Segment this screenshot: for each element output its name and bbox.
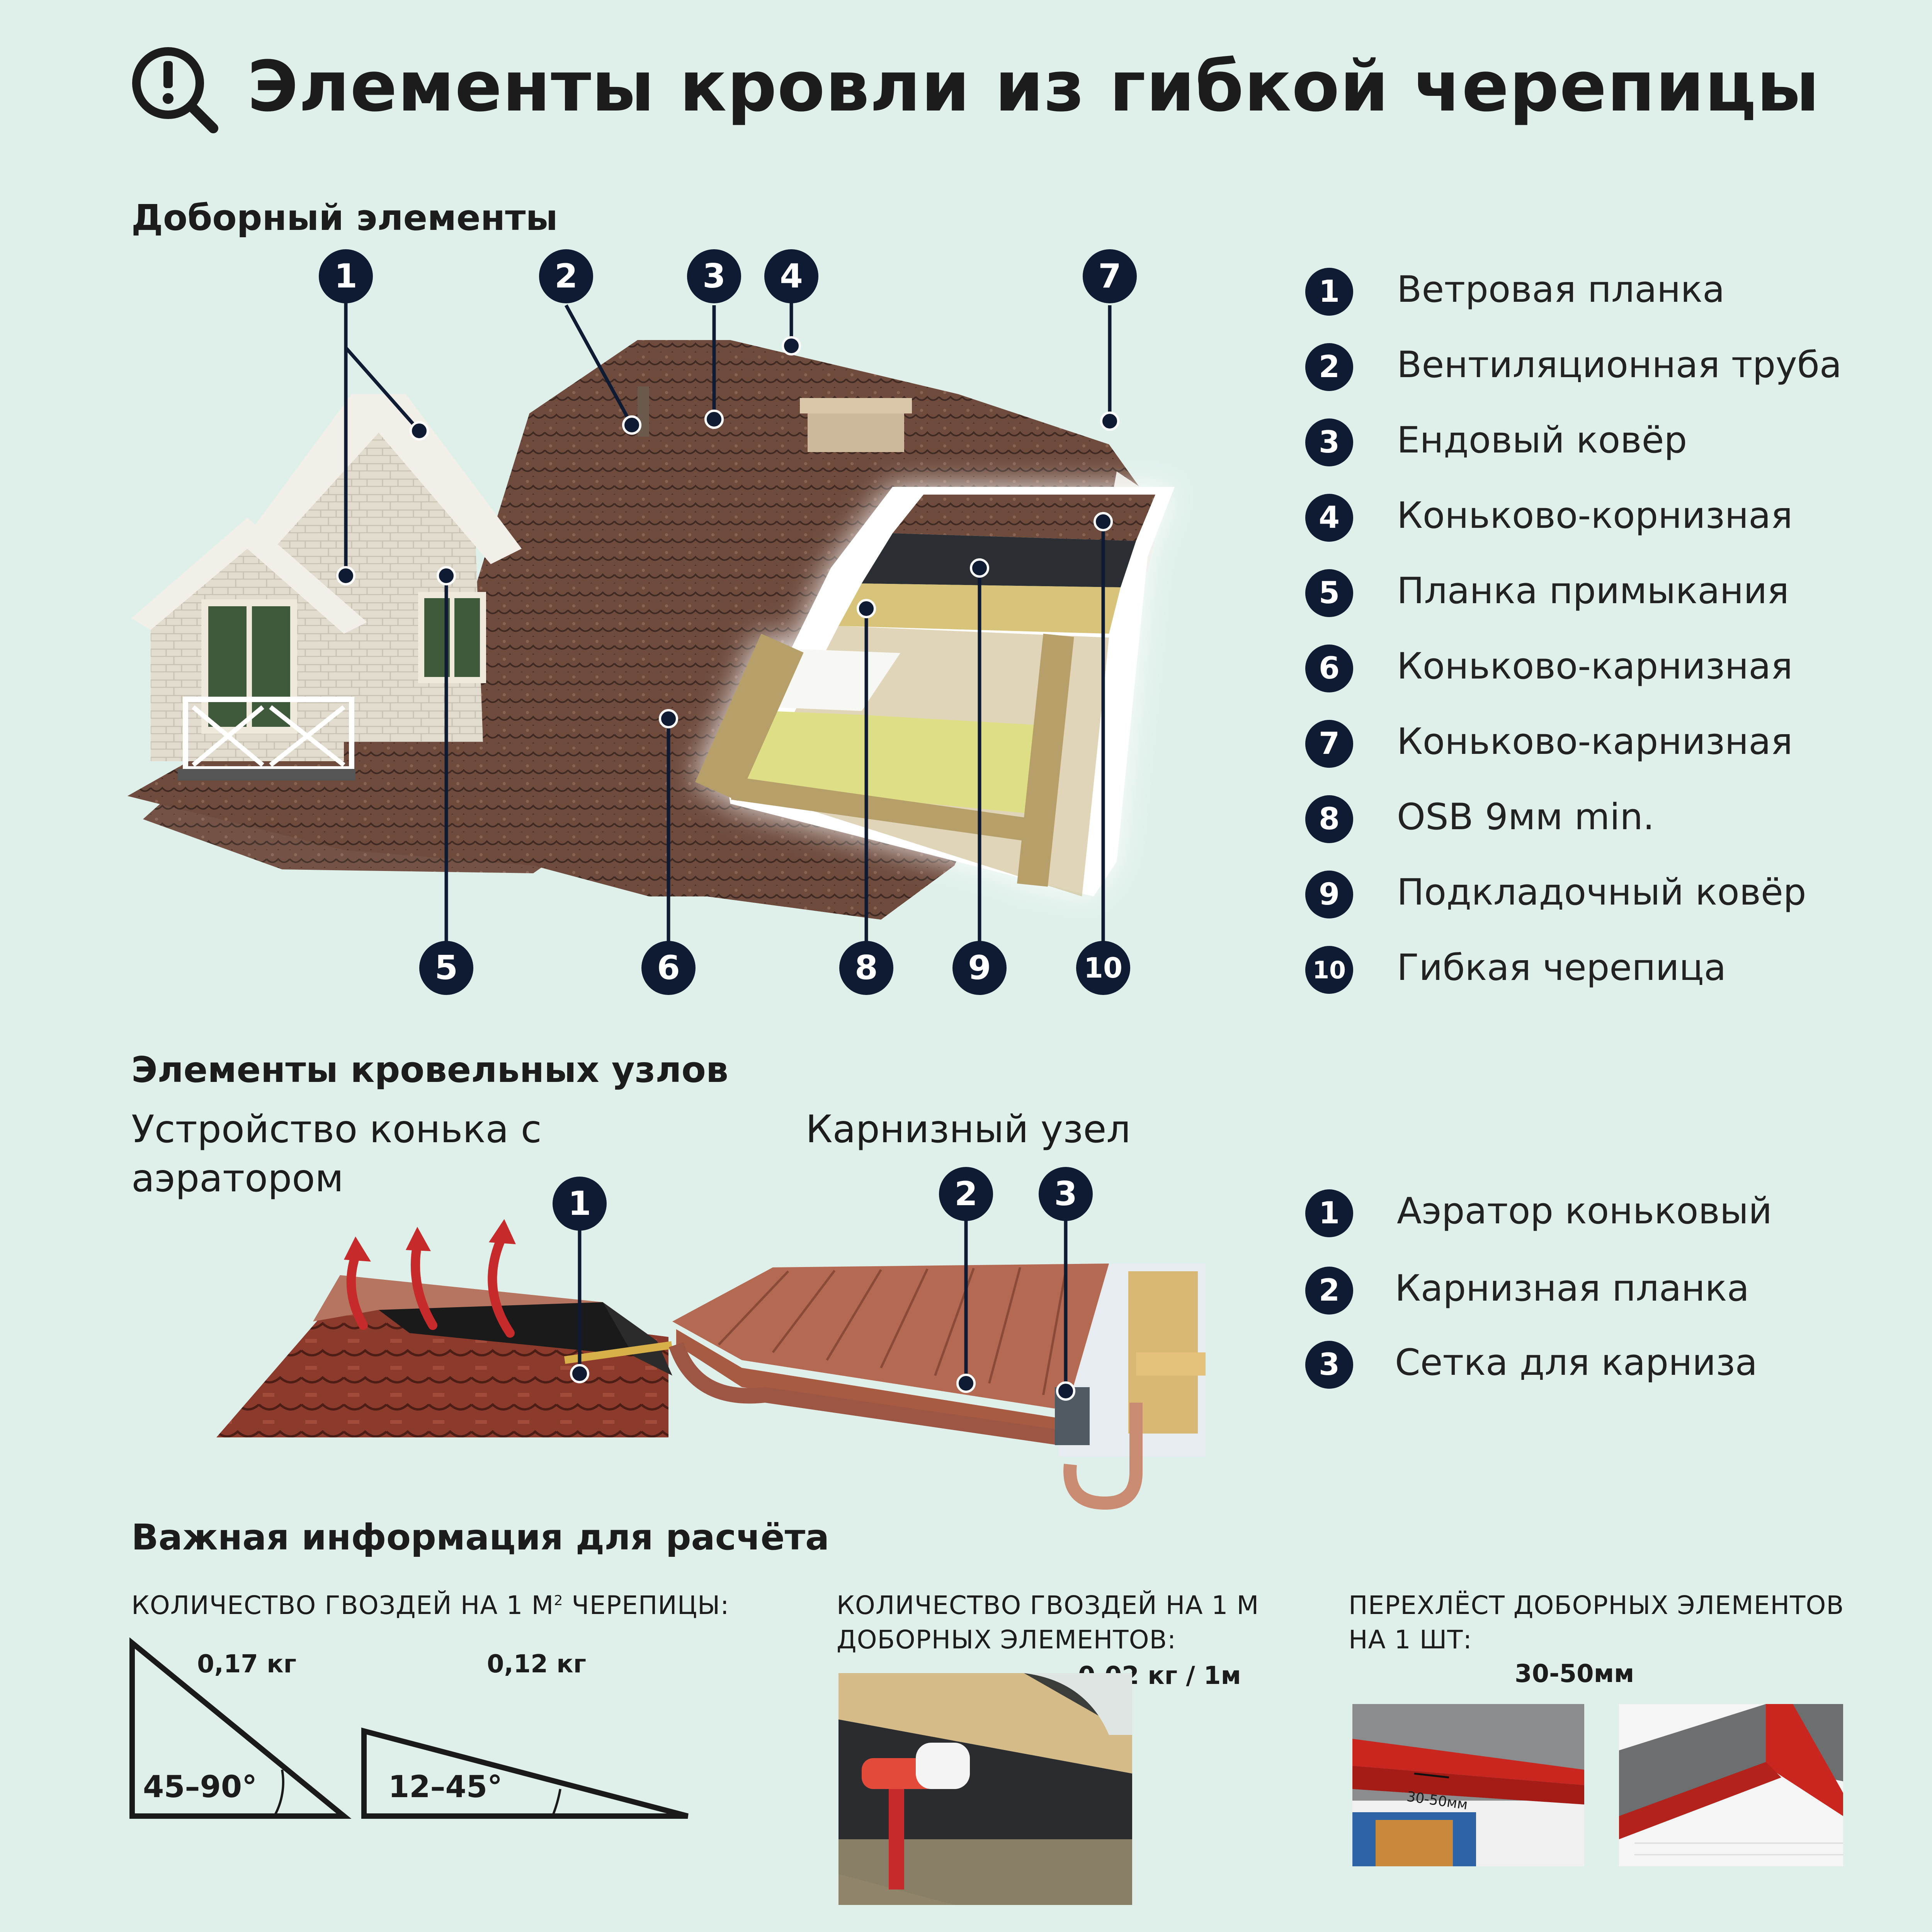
ridge-marker-1: 1 xyxy=(553,1177,607,1231)
nailing-photo xyxy=(838,1673,1132,1905)
overlap-label: ПЕРЕХЛЁСТ ДОБОРНЫХ ЭЛЕМЕНТОВ НА 1 ШТ: xyxy=(1349,1590,1844,1655)
marker-dot xyxy=(970,558,989,578)
legend-badge: 2 xyxy=(1305,343,1353,391)
house-marker-1: 1 xyxy=(319,249,373,303)
nails-per-m2-label: КОЛИЧЕСТВО ГВОЗДЕЙ НА 1 М2 ЧЕРЕПИЦЫ: xyxy=(131,1590,730,1620)
section-nodes-heading: Элементы кровельных узлов xyxy=(131,1049,729,1090)
legend-label: Коньково-карнизная xyxy=(1397,645,1793,687)
marker-dot xyxy=(857,599,876,618)
legend-label: Карнизная планка xyxy=(1395,1267,1750,1310)
section-extra-heading: Доборный элементы xyxy=(131,197,558,238)
marker-dot xyxy=(336,566,355,585)
legend-badge: 10 xyxy=(1305,946,1353,994)
marker-dot xyxy=(1094,512,1113,531)
overlap-value: 30-50мм xyxy=(1515,1660,1634,1688)
ridge-node-title: Устройство конька с аэратором xyxy=(131,1105,542,1204)
marker-dot xyxy=(782,336,801,355)
legend-badge: 2 xyxy=(1305,1267,1353,1315)
house-marker-2: 2 xyxy=(539,249,593,303)
legend-label: OSB 9мм min. xyxy=(1397,796,1655,838)
house-marker-4: 4 xyxy=(764,249,818,303)
legend-badge: 5 xyxy=(1305,569,1353,617)
legend-label: Аэратор коньковый xyxy=(1397,1190,1772,1232)
marker-dot xyxy=(704,410,724,429)
overlap-photo-1 xyxy=(1352,1704,1584,1866)
page-title: Элементы кровли из гибкой черепицы xyxy=(247,46,1820,127)
marker-dot xyxy=(410,421,429,440)
magnifier-exclamation-icon xyxy=(128,43,220,135)
steep-angle: 45–90° xyxy=(143,1770,257,1804)
marker-dot xyxy=(1100,412,1119,431)
eaves-node-illustration xyxy=(669,1256,1213,1519)
legend-badge: 8 xyxy=(1305,795,1353,843)
marker-dot xyxy=(956,1374,976,1393)
house-marker-3: 3 xyxy=(687,249,741,303)
gentle-slope-triangle xyxy=(359,1716,699,1832)
legend-badge: 7 xyxy=(1305,720,1353,768)
marker-dot xyxy=(622,415,641,435)
legend-badge: 9 xyxy=(1305,871,1353,918)
legend-label: Вентиляционная труба xyxy=(1397,344,1842,386)
ridge-node-title-line2: аэратором xyxy=(131,1156,344,1201)
house-marker-5: 5 xyxy=(419,941,473,995)
section-calc-heading: Важная информация для расчёта xyxy=(131,1517,830,1558)
ridge-node-title-line1: Устройство конька с xyxy=(131,1107,542,1151)
marker-dot xyxy=(659,709,678,728)
house-marker-6: 6 xyxy=(641,941,696,995)
legend-label: Сетка для карниза xyxy=(1395,1342,1758,1384)
legend-label: Планка примыкания xyxy=(1397,570,1789,612)
legend-badge: 3 xyxy=(1305,418,1353,466)
house-marker-7: 7 xyxy=(1083,249,1137,303)
overlap-photo-2 xyxy=(1619,1704,1843,1866)
legend-badge: 4 xyxy=(1305,494,1353,542)
legend-badge: 1 xyxy=(1305,268,1353,316)
legend-label: Коньково-корнизная xyxy=(1397,495,1793,537)
eaves-marker-3: 3 xyxy=(1039,1167,1093,1221)
eaves-node-title: Карнизный узел xyxy=(806,1107,1131,1151)
nails-per-m-label: КОЛИЧЕСТВО ГВОЗДЕЙ НА 1 М ДОБОРНЫХ ЭЛЕМЕ… xyxy=(837,1590,1259,1655)
legend-label: Гибкая черепица xyxy=(1397,947,1726,989)
legend-label: Ендовый ковёр xyxy=(1397,419,1687,461)
house-marker-10: 10 xyxy=(1076,941,1130,995)
ridge-aerator-illustration xyxy=(216,1219,680,1445)
steep-slope-triangle xyxy=(128,1637,359,1832)
marker-dot xyxy=(1056,1381,1075,1401)
house-marker-9: 9 xyxy=(952,941,1007,995)
legend-label: Ветровая планка xyxy=(1397,269,1725,311)
steep-weight: 0,17 кг xyxy=(197,1650,297,1679)
gentle-angle: 12–45° xyxy=(388,1770,503,1804)
legend-badge: 3 xyxy=(1305,1341,1353,1389)
marker-dot xyxy=(570,1364,589,1383)
gentle-weight: 0,12 кг xyxy=(487,1650,587,1679)
legend-badge: 1 xyxy=(1305,1189,1353,1237)
legend-label: Коньково-карнизная xyxy=(1397,721,1793,763)
marker-dot xyxy=(437,566,456,585)
legend-label: Подкладочный ковёр xyxy=(1397,871,1806,913)
house-roof-illustration xyxy=(128,317,1279,951)
eaves-marker-2: 2 xyxy=(939,1167,993,1221)
legend-badge: 6 xyxy=(1305,645,1353,692)
house-marker-8: 8 xyxy=(839,941,893,995)
